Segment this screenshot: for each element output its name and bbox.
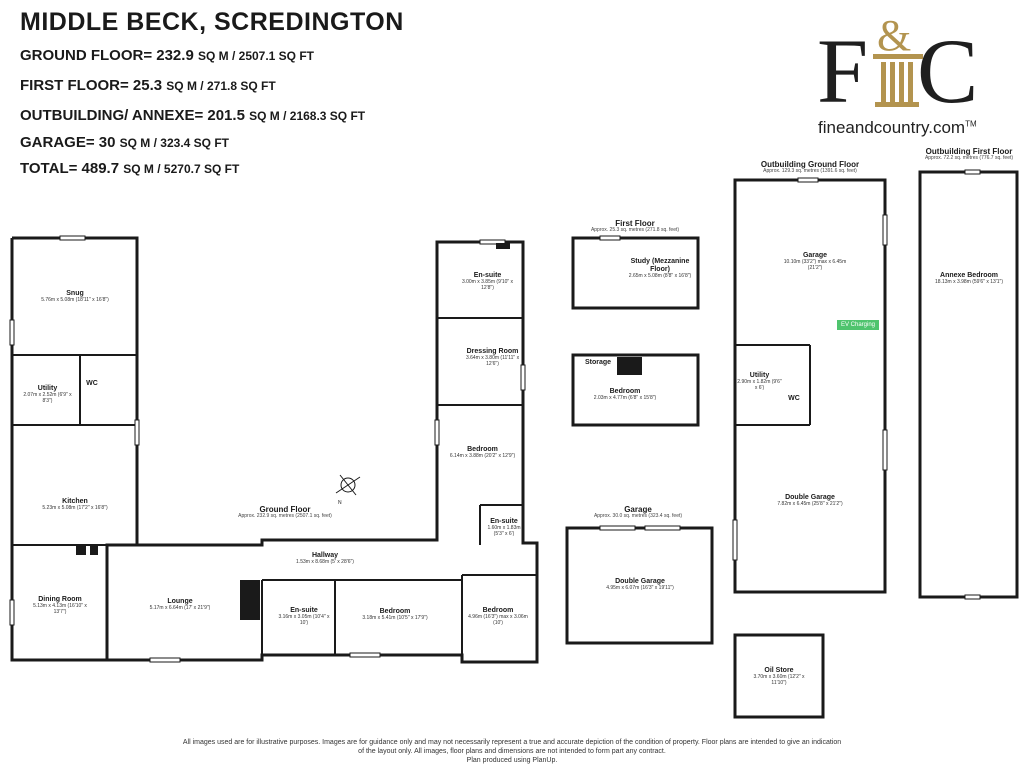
stat-total: TOTAL= 489.7 SQ M / 5270.7 SQ FT xyxy=(20,160,240,177)
compass-label: N xyxy=(338,500,342,506)
room-wc: WC xyxy=(86,380,98,387)
svg-text:&: & xyxy=(877,11,911,60)
outbuilding-first-outline xyxy=(918,170,1019,599)
svg-text:F: F xyxy=(817,20,868,115)
garage-outline xyxy=(565,526,714,645)
ground-floor-west-wall xyxy=(10,238,107,662)
room-storage: Storage xyxy=(584,359,612,366)
fine-and-country-logo: F C & xyxy=(817,11,978,115)
svg-text:C: C xyxy=(917,20,978,115)
property-title: MIDDLE BECK, SCREDINGTON xyxy=(20,8,404,36)
ground-floor-outline xyxy=(12,236,539,664)
room-study: Study (Mezzanine Floor)2.65m x 5.08m (8'… xyxy=(628,258,692,280)
stat-garage: GARAGE= 30 SQ M / 323.4 SQ FT xyxy=(20,134,229,151)
storage-bedroom-outline xyxy=(571,353,700,427)
stat-ground-floor: GROUND FLOOR= 232.9 SQ M / 2507.1 SQ FT xyxy=(20,47,315,64)
room-wc-outbuilding: WC xyxy=(788,395,800,402)
stat-outbuilding: OUTBUILDING/ ANNEXE= 201.5 SQ M / 2168.3… xyxy=(20,107,366,124)
first-floor-outline xyxy=(571,236,700,310)
compass-icon xyxy=(335,474,361,496)
oil-store-outline xyxy=(733,633,825,719)
disclaimer: All images used are for illustrative pur… xyxy=(182,739,842,764)
stat-first-floor: FIRST FLOOR= 25.3 SQ M / 271.8 SQ FT xyxy=(20,77,276,94)
logo-url: fineandcountry.comTM xyxy=(818,118,977,137)
ev-charging-badge: EV Charging xyxy=(837,320,879,330)
